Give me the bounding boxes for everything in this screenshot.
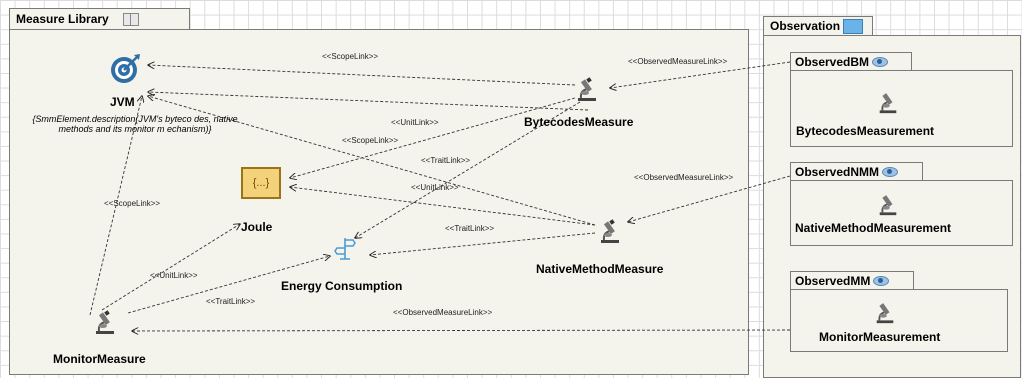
eye-icon (882, 166, 899, 177)
observed-nmm-instance[interactable]: NativeMethodMeasurement (790, 180, 1013, 246)
jvm-description: {SmmElement.description(JVM's byteco des… (32, 114, 238, 134)
instance-label: MonitorMeasurement (819, 330, 941, 344)
book-icon (122, 12, 139, 26)
microscope-icon (876, 303, 894, 324)
jvm-label[interactable]: JVM (110, 95, 135, 109)
trait-link-nmm-energy (370, 232, 596, 255)
observed-bm-instance[interactable]: BytecodesMeasurement (790, 70, 1013, 147)
observation-title: Observation (770, 19, 841, 33)
trait-link-bm-energy (355, 101, 581, 238)
microscope-icon (879, 195, 897, 216)
measure-library-package[interactable] (9, 29, 749, 375)
scope-link-nmm-jvm (148, 96, 596, 226)
microscope-icon (601, 219, 619, 243)
instance-tab-label: ObservedMM (795, 273, 871, 288)
unit-link-bm-joule (290, 97, 576, 178)
scope-link-mm-jvm (89, 96, 142, 316)
microscope-icon (879, 93, 897, 114)
trait-link-label: <<TraitLink>> (421, 156, 471, 165)
scope-link-label: <<ScopeLink>> (342, 136, 399, 145)
eye-icon (872, 56, 889, 67)
observation-tab[interactable]: Observation (763, 16, 873, 36)
joule-label[interactable]: Joule (241, 220, 273, 234)
energy-label[interactable]: Energy Consumption (281, 279, 403, 293)
observed-nmm-tab[interactable]: ObservedNMM (790, 162, 923, 181)
braces-unit-icon: {...} (241, 167, 281, 199)
observed-link-label: <<ObservedMeasureLink>> (634, 173, 734, 182)
unit-link-nmm-joule (290, 187, 596, 226)
observed-bm-tab[interactable]: ObservedBM (790, 52, 912, 71)
unit-link-label: <<UnitLink>> (150, 271, 198, 280)
eye-icon (873, 275, 890, 286)
trait-link-label: <<TraitLink>> (206, 297, 256, 306)
instance-label: NativeMethodMeasurement (795, 221, 952, 235)
observed-link-label: <<ObservedMeasureLink>> (628, 57, 728, 66)
observed-link-mm (132, 330, 791, 331)
native-measure-label[interactable]: NativeMethodMeasure (536, 262, 664, 276)
instance-tab-label: ObservedNMM (795, 164, 880, 179)
measure-library-title: Measure Library (16, 12, 109, 26)
scope-link-bm-jvm (148, 65, 576, 86)
observed-link-nmm (628, 175, 791, 222)
observed-link-label: <<ObservedMeasureLink>> (393, 308, 493, 317)
signpost-icon (334, 238, 356, 260)
unit-link-label: <<UnitLink>> (391, 118, 439, 127)
scope-link-bm-jvm-2 (148, 92, 589, 111)
target-icon (111, 54, 140, 83)
observed-mm-tab[interactable]: ObservedMM (790, 271, 914, 290)
scope-link-label: <<ScopeLink>> (322, 52, 379, 61)
microscope-icon (578, 77, 596, 101)
instance-tab-label: ObservedBM (795, 54, 870, 69)
bytecodes-measure-label[interactable]: BytecodesMeasure (524, 115, 634, 129)
instance-label: BytecodesMeasurement (796, 124, 935, 138)
monitor-icon (843, 18, 864, 34)
monitor-measure-label[interactable]: MonitorMeasure (53, 352, 146, 366)
microscope-icon (96, 310, 114, 334)
trait-link-label: <<TraitLink>> (445, 224, 495, 233)
unit-link-mm-joule (101, 224, 240, 311)
unit-link-label: <<UnitLink>> (411, 183, 459, 192)
observed-mm-instance[interactable]: MonitorMeasurement (790, 289, 1008, 352)
scope-link-label: <<ScopeLink>> (104, 199, 161, 208)
observed-link-bm (610, 61, 791, 88)
